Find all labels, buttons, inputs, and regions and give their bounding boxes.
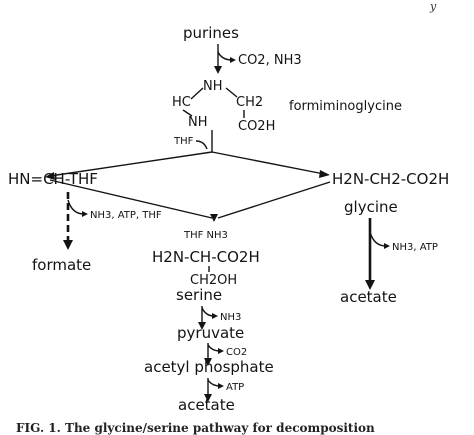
node-glycine-formula: H2N-CH2-CO2H (332, 170, 449, 188)
arrowhead-co2-nh3 (230, 57, 236, 63)
arrowhead-bottom (210, 214, 218, 222)
node-acetyl-phosphate: acetyl phosphate (144, 358, 274, 376)
label-nh3-atp-glycine: NH3, ATP (392, 242, 438, 253)
bond-hc-nh (190, 87, 204, 100)
arrowhead-acetate-right (365, 280, 375, 290)
branch-co2-nh3 (217, 51, 233, 61)
arrowhead-nh3-serine (212, 313, 218, 319)
node-purines: purines (183, 24, 239, 42)
label-formiminoglycine: formiminoglycine (289, 99, 402, 114)
bond-nh-ch2 (225, 87, 238, 98)
arrowhead-formate (63, 240, 73, 250)
node-formate: formate (32, 256, 91, 274)
node-acetate-right: acetate (340, 288, 397, 306)
diamond-bottom-left (49, 179, 213, 219)
formimino-nh-lower: NH (188, 115, 208, 130)
arrowhead-co2-pyruvate (218, 348, 224, 354)
arrowhead-pyruvate (198, 322, 206, 330)
label-co2-pyruvate: CO2 (226, 347, 247, 358)
node-serine-ch2oh: CH2OH (190, 273, 237, 288)
arrowhead-nh3-atp-thf (82, 211, 88, 217)
node-serine: serine (176, 286, 222, 304)
formimino-nh: NH (203, 79, 223, 94)
formimino-hc: HC (172, 95, 191, 110)
arrowhead-right (319, 170, 330, 178)
label-nh3-serine: NH3 (220, 312, 241, 323)
node-methenyl-thf: HN=CH-THF (8, 170, 98, 188)
branch-nh3-atp-thf (67, 199, 85, 215)
arrowhead-nh3-atp (384, 243, 390, 249)
node-pyruvate: pyruvate (177, 324, 244, 342)
arrowhead-purines (214, 66, 222, 74)
formimino-ch2: CH2 (236, 95, 263, 110)
diamond-top-left (49, 151, 213, 177)
arrowhead-acetylp (204, 358, 212, 366)
header-fragment: y (429, 0, 437, 13)
arrowhead-left (45, 172, 55, 180)
bond-hc-nh-lower (182, 109, 193, 117)
figure-caption: FIG. 1. The glycine/serine pathway for d… (16, 421, 375, 435)
label-thf-top: THF (173, 136, 194, 147)
diamond-top-right (211, 151, 325, 175)
arrowhead-atp (218, 383, 224, 389)
branch-nh3-atp (369, 231, 387, 247)
node-acetate-bottom: acetate (178, 396, 235, 414)
label-nh3-atp-thf: NH3, ATP, THF (90, 210, 162, 221)
arrow-thf-in (195, 140, 208, 150)
label-atp: ATP (226, 382, 244, 393)
node-serine-formula: H2N-CH-CO2H (152, 248, 260, 266)
node-glycine: glycine (344, 198, 398, 216)
label-thf-nh3: THF NH3 (183, 230, 228, 241)
formimino-co2h: CO2H (238, 119, 275, 134)
arrowhead-acetate-bottom (204, 394, 212, 402)
label-co2-nh3: CO2, NH3 (238, 53, 302, 68)
diamond-bottom-right (217, 181, 331, 219)
